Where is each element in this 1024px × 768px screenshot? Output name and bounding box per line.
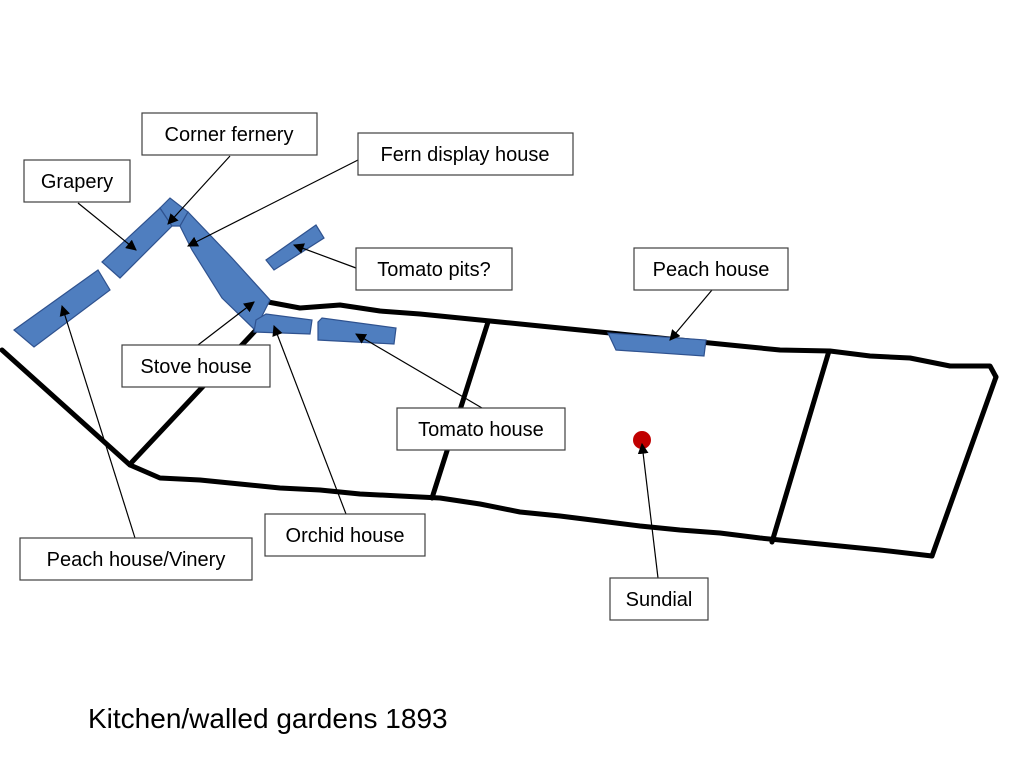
label-grapery: Grapery [23,159,131,203]
label-tomato-house-text: Tomato house [418,419,544,441]
tomato-house-building [317,317,397,345]
stove-house-building [179,211,271,332]
peach-house-building [607,332,707,357]
pointer-sundial [637,442,659,579]
label-grapery-text: Grapery [41,171,113,193]
pointer-grapery [77,202,137,251]
label-tomato-pits-text: Tomato pits? [377,259,490,281]
label-stove-house: Stove house [121,344,271,388]
label-orchid-house-text: Orchid house [286,525,405,547]
label-corner-fernery: Corner fernery [141,112,318,156]
peach-house-vinery-building [13,269,111,348]
pointer-tomato-pits [292,243,357,269]
pointer-corner-fernery [167,155,231,225]
label-sundial-text: Sundial [626,589,693,611]
label-tomato-house: Tomato house [396,407,566,451]
label-stove-house-text: Stove house [140,356,251,378]
orchid-house-building [253,313,313,335]
pointer-tomato-house [355,333,483,409]
label-sundial: Sundial [609,577,709,621]
label-peach-house-text: Peach house [653,259,770,281]
pointer-orchid-house [272,324,347,515]
pointer-fern-display-house [187,159,359,247]
label-peach-house: Peach house [633,247,789,291]
label-corner-fernery-text: Corner fernery [165,124,294,146]
label-fern-display-house-text: Fern display house [381,144,550,166]
label-boxes: Corner fernery Fern display house Graper… [19,112,789,621]
diagram-title: Kitchen/walled gardens 1893 [88,703,448,734]
label-peach-house-vinery-text: Peach house/Vinery [47,549,226,571]
label-tomato-pits: Tomato pits? [355,247,513,291]
cross-wall-3 [769,348,832,545]
label-peach-house-vinery: Peach house/Vinery [19,537,253,581]
pointer-stove-house [197,301,255,346]
label-orchid-house: Orchid house [264,513,426,557]
outer-wall-right [929,374,999,559]
outer-wall-left [0,347,133,468]
tomato-pits-building [265,224,325,271]
grapery-building [101,207,173,279]
pointer-lines [59,155,713,579]
pointer-peach-house-vinery [59,304,136,539]
glasshouses [13,197,707,357]
label-fern-display-house: Fern display house [357,132,574,176]
pointer-peach-house [669,289,713,341]
outer-wall-bottom [127,462,935,559]
